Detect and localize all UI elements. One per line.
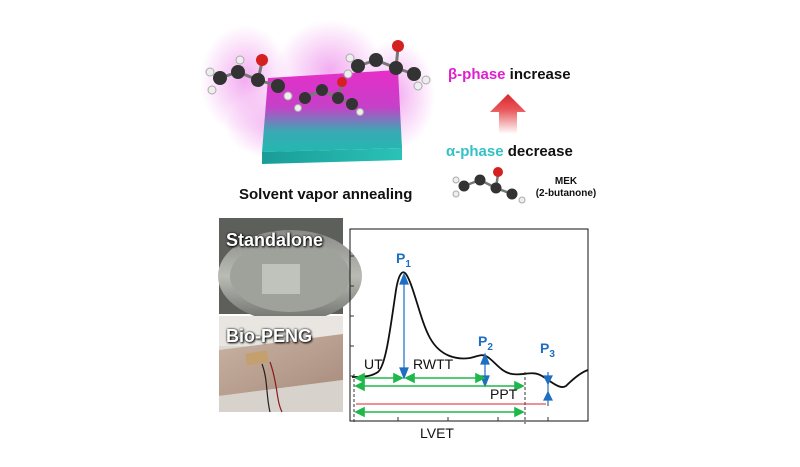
ut-label: UT	[364, 356, 383, 372]
mek-legend-label: MEK(2-butanone)	[535, 176, 597, 199]
rwtt-label: RWTT	[413, 356, 454, 372]
standalone-photo	[218, 218, 362, 322]
lvet-label: LVET	[420, 425, 454, 441]
bio-peng-label: Bio-PENG	[226, 326, 313, 346]
process-caption: Solvent vapor annealing	[239, 186, 413, 203]
peak-p1-label: P1	[396, 250, 411, 270]
peak-p2-label: P2	[478, 333, 493, 353]
increase-arrow	[490, 94, 526, 134]
mek-molecule-right	[343, 40, 431, 91]
pulse-waveform	[351, 271, 589, 388]
ppt-label: PPT	[490, 386, 518, 402]
mek-molecule-center	[294, 77, 364, 116]
standalone-label: Standalone	[226, 230, 324, 250]
beta-phase-label: β-phase increase	[448, 66, 571, 83]
peak-p3-label: P3	[540, 340, 555, 360]
waveform-plot	[349, 228, 589, 424]
bio-peng-photo	[219, 316, 343, 413]
film-sample	[262, 70, 402, 164]
alpha-phase-label: α-phase decrease	[446, 143, 573, 160]
mek-legend-molecule	[452, 167, 526, 204]
mek-molecule-left	[205, 54, 293, 101]
